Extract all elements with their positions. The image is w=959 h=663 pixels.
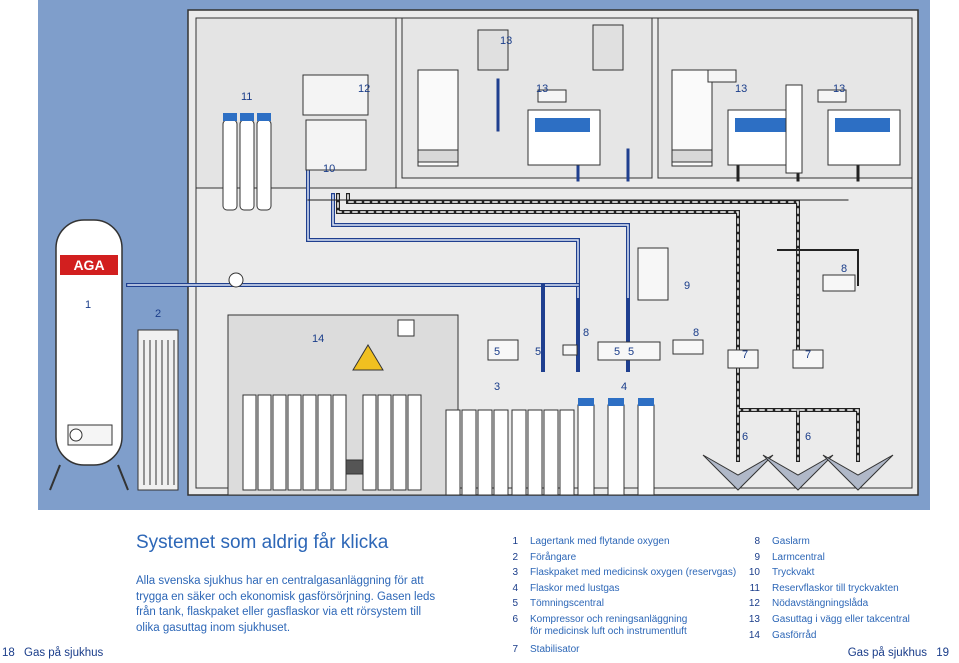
legend-text: Gaslarm [772,536,810,547]
legend-item: 4 Flaskor med lustgas [498,581,738,597]
legend-number: 7 [512,643,518,655]
label-4: 4 [621,381,627,393]
label-12: 12 [358,83,370,95]
label-11: 11 [241,91,252,103]
pressure-switch [305,119,367,171]
legend-item: 3 Flaskpaket med medicinsk oxygen (reserv… [498,565,738,581]
legend-text: Gasuttag i vägg eller takcentral [772,613,910,625]
legend-text: Nödavstängningslåda [772,598,869,610]
wall-outlets [537,69,847,103]
legend-item: 2 Förångare [498,550,738,566]
svg-text:AGA: AGA [73,257,104,273]
footer-title-left: Gas på sjukhus [24,647,104,659]
label-13a: 13 [500,35,512,47]
label-5d: 5 [628,346,634,358]
legend-number: 1 [512,536,518,547]
legend-number: 8 [754,536,760,547]
label-13b: 13 [536,83,548,95]
label-5a: 5 [494,346,500,358]
legend-item: 7 Stabilisator [498,642,738,658]
footer-left: 18 Gas på sjukhus [2,647,103,659]
page-title: Systemet som aldrig får klicka [136,532,389,553]
nitrous-oxide-cylinders [577,404,655,496]
legend-text: Flaskor med lustgas [530,582,620,594]
page-number-left: 18 [2,647,15,659]
legend-item: 6 Kompressor och reningsanläggning för me… [498,614,738,638]
cylinder-bank-left [242,394,347,491]
legend-number: 5 [512,598,518,610]
legend-number: 9 [754,551,760,563]
label-8a: 8 [583,327,589,339]
label-1: 1 [85,299,91,311]
blankets [535,118,890,132]
manifold-panels [487,247,856,369]
legend-item: 10 Tryckvakt [740,565,955,581]
legend-item: 5 Tömningscentral [498,596,738,612]
label-14: 14 [312,333,324,345]
label-13c: 13 [735,83,747,95]
legend-text: Larmcentral [772,551,825,563]
legend-right: 8 Gaslarm 9 Larmcentral 10 Tryckvakt 11 Rese… [740,534,955,643]
label-5b: 5 [535,346,541,358]
compressors [702,454,894,491]
legend-number: 10 [748,567,760,579]
oxygen-cylinder-pack [445,409,575,496]
legend-number: 2 [512,551,518,563]
legend-text: Reservflaskor till tryckvakten [772,582,899,594]
label-3: 3 [494,381,500,393]
legend-item: 11 Reservflaskor till tryckvakten [740,581,955,597]
label-7a: 7 [742,349,748,361]
label-7b: 7 [805,349,811,361]
legend-text: Gasförråd [772,629,817,641]
legend-text: Kompressor och reningsanläggning för med… [530,613,688,637]
legend-text: Tryckvakt [772,567,815,579]
liquid-oxygen-tank: AGA [49,219,129,491]
aga-logo [60,255,118,275]
evaporator [137,329,179,491]
doors [417,69,713,167]
legend-number: 14 [748,629,760,641]
footer-title-right: Gas på sjukhus [847,647,927,659]
label-13d: 13 [833,83,845,95]
label-8c: 8 [841,263,847,275]
legend-number: 4 [512,582,518,594]
footer-right: Gas på sjukhus 19 [848,647,949,659]
legend-number: 13 [748,613,760,625]
ceiling-outlets [477,24,624,71]
legend-left: 1 Lagertank med flytande oxygen 2 Förångar… [498,534,738,658]
diagram-labels: 1 2 3 4 5 5 5 5 6 6 7 7 8 8 8 9 10 11 12… [85,35,847,443]
label-6b: 6 [805,431,811,443]
pressure-gauge-icon [228,272,244,288]
label-2: 2 [155,308,161,320]
label-8b: 8 [693,327,699,339]
legend-number: 3 [512,567,518,579]
legend-number: 6 [512,613,518,625]
legend-text: Lagertank med flytande oxygen [530,536,670,547]
label-5c: 5 [614,346,620,358]
legend-number: 12 [748,598,760,610]
legend-text: Tömningscentral [530,598,604,610]
legend-text: Förångare [530,551,577,563]
emergency-shutoff-box [302,74,369,116]
cylinder-caps-reserve [223,113,271,121]
legend-item: 9 Larmcentral [740,550,955,566]
label-9: 9 [684,280,690,292]
label-6a: 6 [742,431,748,443]
legend-item: 8 Gaslarm [740,534,955,550]
hospital-gas-system-diagram: AGA [38,0,930,510]
cylinder-bank-right [362,394,422,491]
nurse [785,84,803,174]
legend-number: 11 [749,582,760,594]
legend-text: Flaskpaket med medicinsk oxygen (reservg… [530,567,737,579]
legend-item: 12 Nödavstängningslåda [740,596,955,612]
reserve-cylinders [222,119,272,211]
legend-item: 14 Gasförråd [740,628,955,644]
cylinder-caps [578,398,654,406]
label-10: 10 [323,163,335,175]
page-number-right: 19 [936,647,949,659]
legend-text: Stabilisator [530,643,580,655]
body-text: Alla svenska sjukhus har en centralgasan… [136,575,436,634]
legend-item: 1 Lagertank med flytande oxygen [498,534,738,550]
legend-item: 13 Gasuttag i vägg eller takcentral [740,612,955,628]
